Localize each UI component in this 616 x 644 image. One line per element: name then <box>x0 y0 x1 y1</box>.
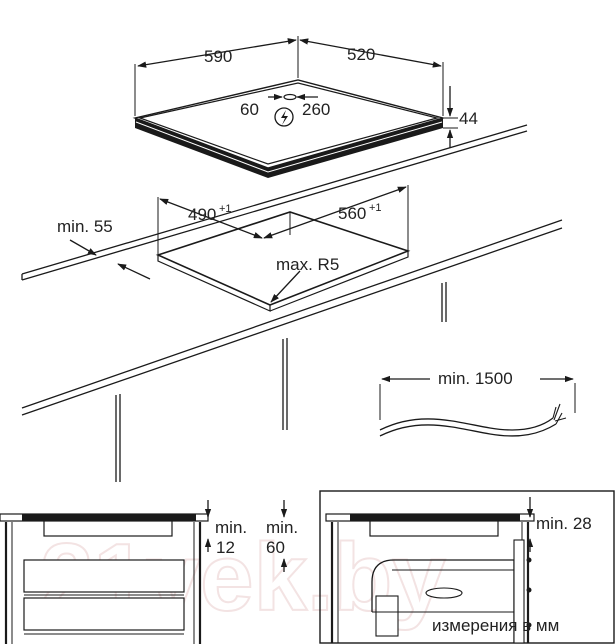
cutout-depth-tolerance: +1 <box>369 202 382 214</box>
left-clearance-min-label: min. <box>215 518 247 537</box>
side-clearance-min-label: min. <box>266 518 298 537</box>
cutout-depth-label: 560 <box>338 204 366 223</box>
drawer-cabinet-section <box>0 500 288 644</box>
power-cable <box>379 375 576 437</box>
right-clearance-label: min. 28 <box>536 514 592 533</box>
hob-height-label: 44 <box>459 109 478 128</box>
side-clearance-value: 60 <box>266 538 285 557</box>
cable-length-label: min. 1500 <box>438 369 513 388</box>
cutout-width-tolerance: +1 <box>219 203 232 215</box>
min-edge-dimension <box>69 239 151 280</box>
cutout-width-label: 490 <box>188 205 216 224</box>
cable-entry-offsets <box>268 93 318 101</box>
hob-depth-label: 520 <box>347 45 375 64</box>
hob-width-label: 590 <box>204 47 232 66</box>
oven-cabinet-section <box>319 490 615 644</box>
worktop <box>21 124 563 482</box>
hob-dimension-lines <box>134 36 444 116</box>
cable-offset-x-label: 60 <box>240 100 259 119</box>
hob-height-dimension <box>443 86 458 148</box>
left-clearance-value: 12 <box>216 538 235 557</box>
cable-offset-y-label: 260 <box>302 100 330 119</box>
lightning-circle-icon <box>274 107 294 127</box>
min-edge-label: min. 55 <box>57 217 113 236</box>
corner-radius-label: max. R5 <box>276 255 339 274</box>
worktop-cutout <box>155 185 411 312</box>
units-note: измерения в мм <box>432 616 559 635</box>
